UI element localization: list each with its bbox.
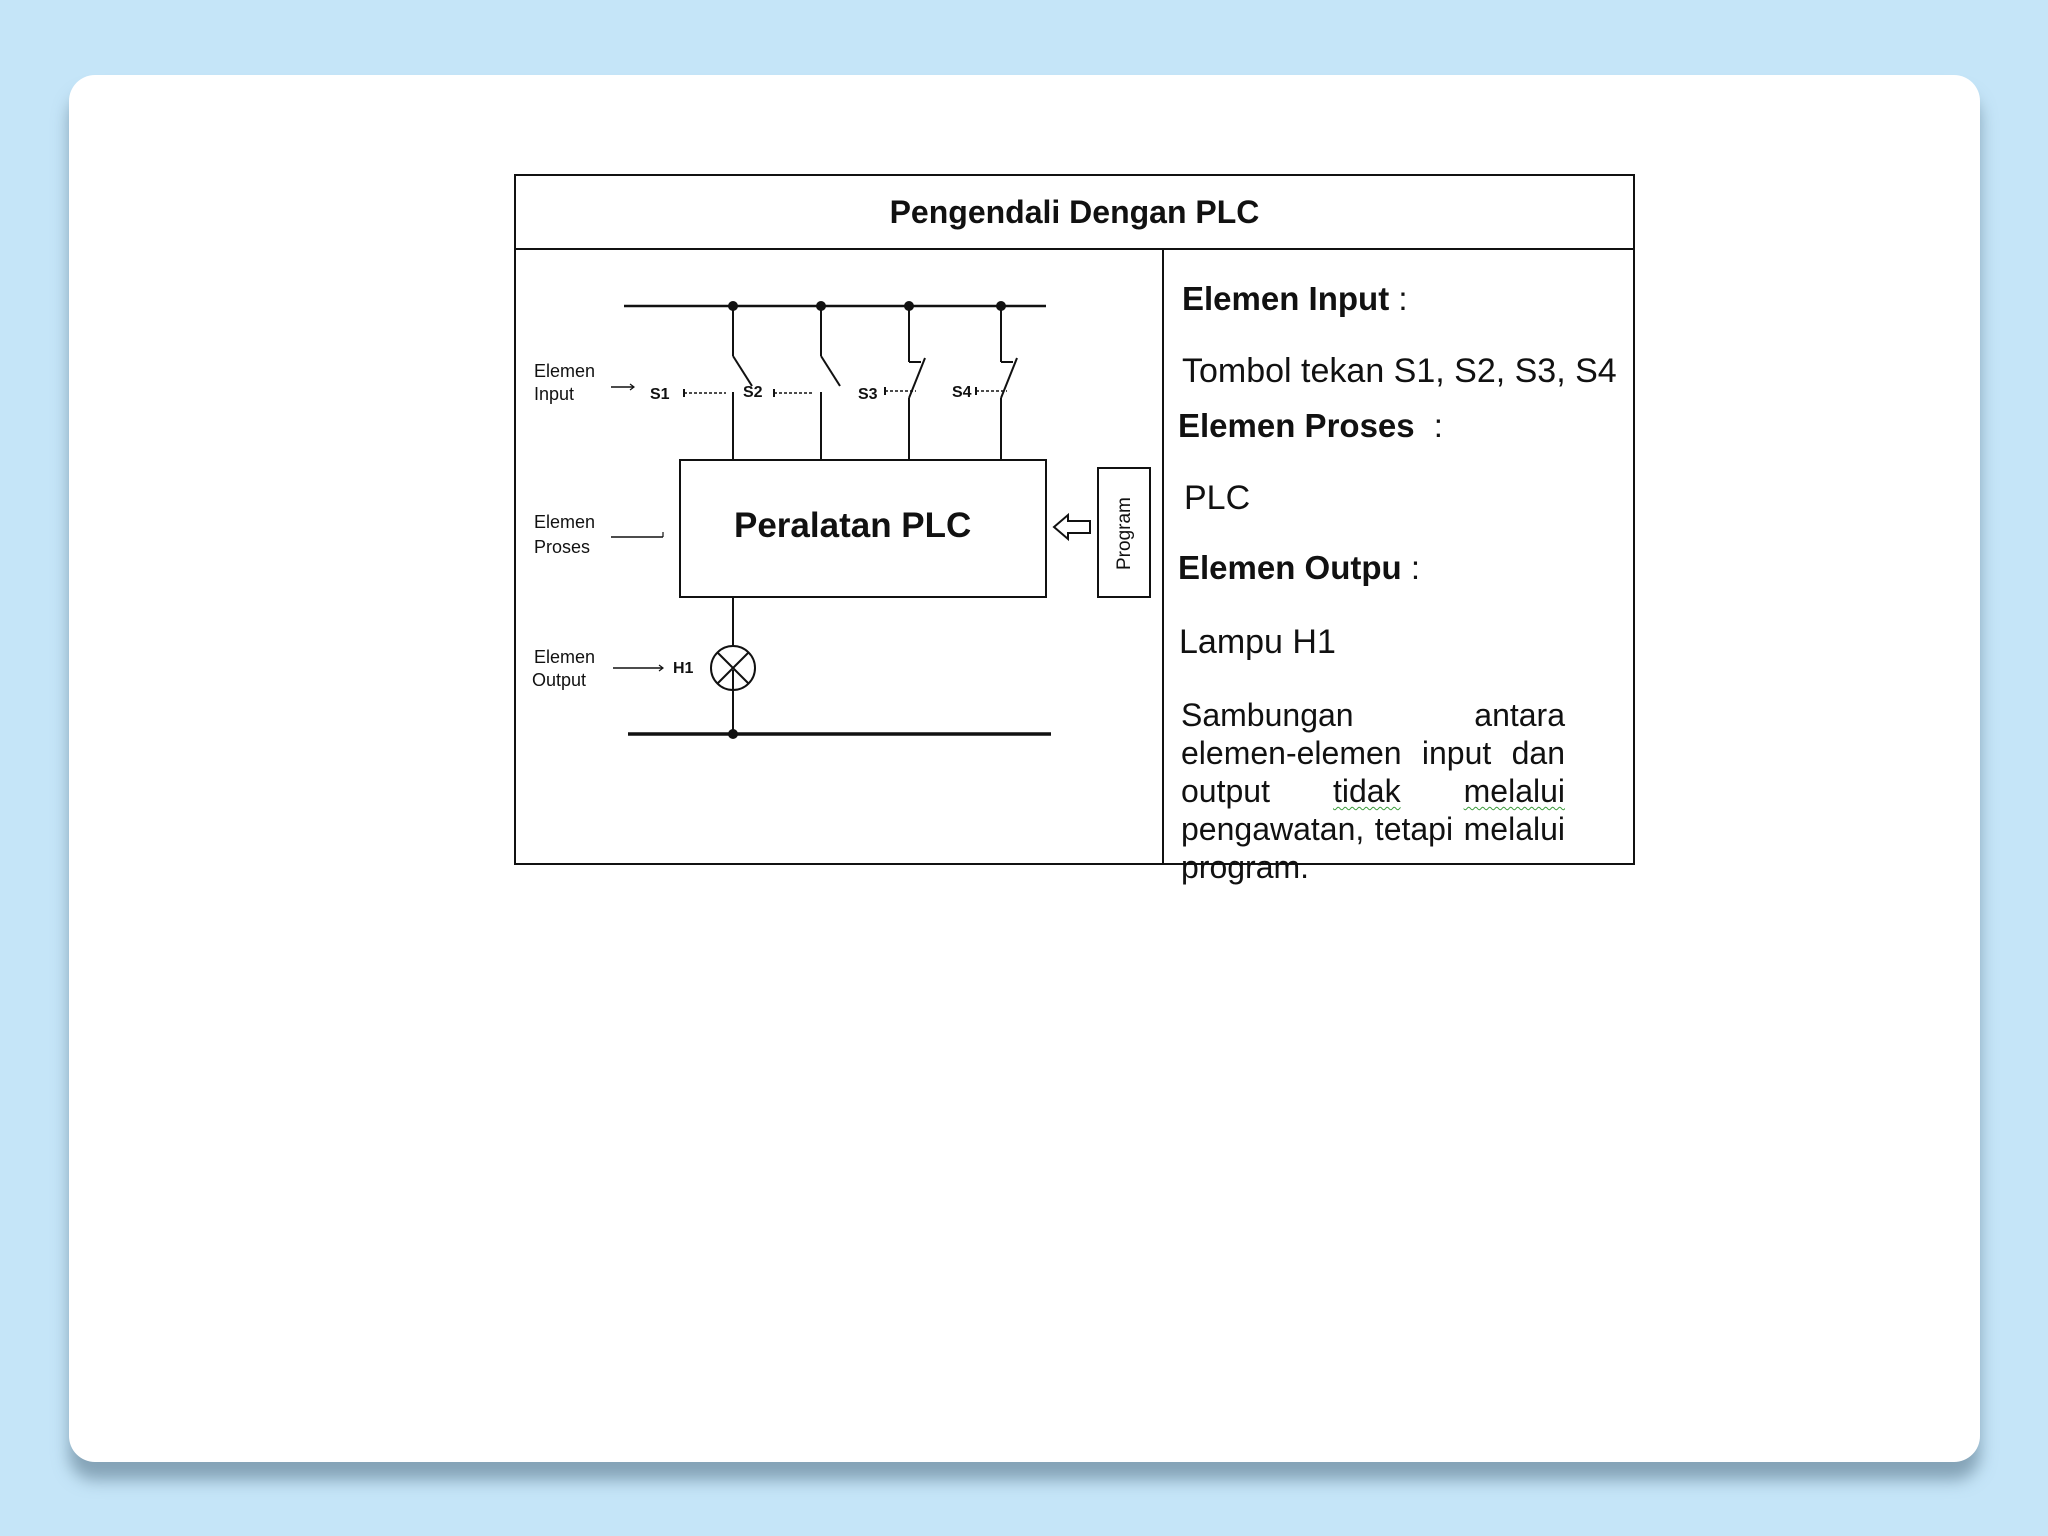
spellcheck-word-melalui: melalui (1463, 773, 1565, 809)
junction-dot (816, 301, 826, 311)
input-heading: Elemen Input : (1182, 280, 1408, 317)
junction-dot (728, 301, 738, 311)
row-label-process-line2: Proses (534, 537, 590, 557)
switch-s3-symbol (884, 306, 926, 460)
program-label: Program (1114, 497, 1135, 570)
switch-label-s2: S2 (743, 384, 763, 401)
column-divider (1162, 250, 1164, 865)
input-value: Tombol tekan S1, S2, S3, S4 (1182, 352, 1617, 390)
plc-box-label: Peralatan PLC (734, 506, 971, 545)
output-value: Lampu H1 (1179, 623, 1336, 661)
document-table: Pengendali Dengan PLC (514, 174, 1635, 885)
spellcheck-word-tidak: tidak (1333, 773, 1401, 809)
description-paragraph: Sambungan antara elemen-elemen input dan… (1181, 697, 1565, 885)
description-column: Elemen Input : Tombol tekan S1, S2, S3, … (516, 176, 1633, 885)
lamp-label-h1: H1 (673, 660, 694, 677)
process-heading: Elemen Proses : (1178, 407, 1443, 444)
junction-dot (728, 729, 738, 739)
junction-dot (996, 301, 1006, 311)
lamp-h1-symbol (710, 645, 756, 691)
slide-card: Pengendali Dengan PLC (69, 75, 1980, 1462)
row-label-input-line2: Input (534, 384, 574, 404)
junction-dot (904, 301, 914, 311)
row-label-process-line1: Elemen (534, 512, 595, 532)
switch-label-s4: S4 (952, 384, 972, 401)
output-heading: Elemen Outpu : (1178, 549, 1421, 586)
switch-s2-symbol (773, 306, 841, 460)
row-label-input-line1: Elemen (534, 361, 595, 381)
row-label-output-line2: Output (532, 670, 586, 690)
program-arrow-icon (1052, 512, 1091, 542)
process-value: PLC (1184, 479, 1251, 517)
plc-control-diagram: Elemen Input Elemen Proses Elemen Output… (532, 301, 1151, 739)
row-label-output-line1: Elemen (534, 647, 595, 667)
document-title: Pengendali Dengan PLC (516, 176, 1633, 250)
switch-label-s3: S3 (858, 386, 878, 403)
plc-box (679, 459, 1047, 598)
program-box (1097, 467, 1151, 598)
switch-s1-symbol (683, 306, 753, 460)
switch-s4-symbol (975, 306, 1018, 460)
switch-label-s1: S1 (650, 386, 670, 403)
